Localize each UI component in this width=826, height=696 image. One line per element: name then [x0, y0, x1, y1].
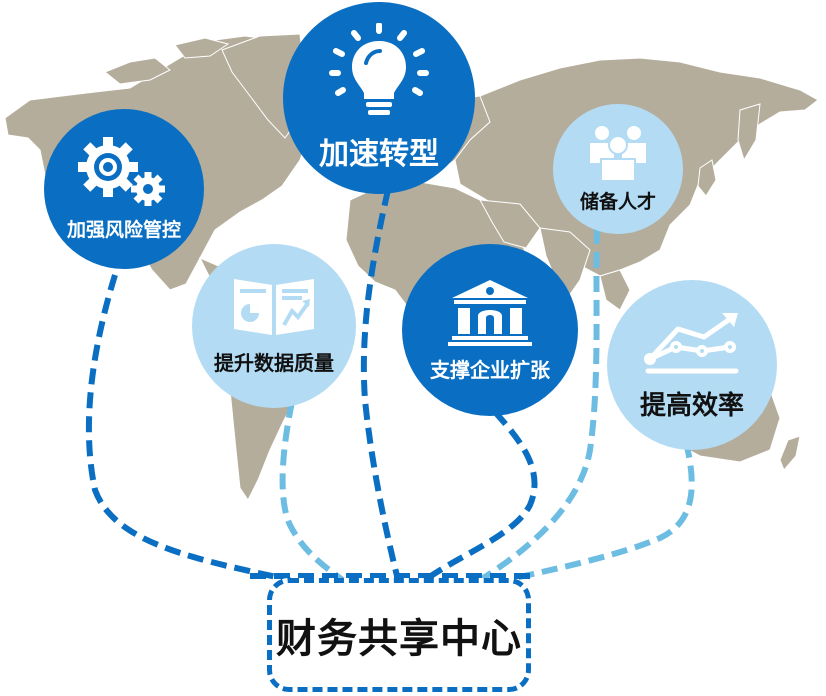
- connector-risk: [85, 274, 291, 583]
- lightbulb-icon: [324, 23, 434, 119]
- node-risk-control: 加强风险管控: [44, 109, 204, 269]
- connector-talent: [478, 227, 600, 583]
- connector-efficiency: [514, 441, 695, 581]
- gears-icon: [74, 136, 174, 209]
- hub-label: 财务共享中心: [276, 616, 522, 662]
- node-label: 加强风险管控: [66, 218, 181, 241]
- people-group-icon: [585, 125, 651, 181]
- hub-financial-shared-service-center: 财务共享中心: [267, 578, 531, 692]
- node-label: 储备人才: [579, 190, 656, 213]
- connector-transform: [360, 189, 401, 581]
- report-chart-icon: [232, 277, 316, 337]
- connector-data: [279, 401, 347, 585]
- node-label: 支撑企业扩张: [430, 357, 550, 382]
- node-data-quality: 提升数据质量: [192, 244, 356, 408]
- node-label: 提升数据质量: [214, 350, 334, 375]
- node-talent-reserve: 储备人才: [553, 104, 683, 234]
- trend-line-icon: [642, 309, 742, 375]
- node-support-expansion: 支撑企业扩张: [402, 244, 578, 416]
- bank-building-icon: [448, 278, 532, 346]
- node-improve-efficiency: 提高效率: [607, 280, 777, 450]
- node-accelerate-transformation: 加速转型: [283, 2, 475, 194]
- node-label: 加速转型: [319, 137, 439, 172]
- node-label: 提高效率: [639, 390, 744, 421]
- connector-expand: [423, 410, 538, 583]
